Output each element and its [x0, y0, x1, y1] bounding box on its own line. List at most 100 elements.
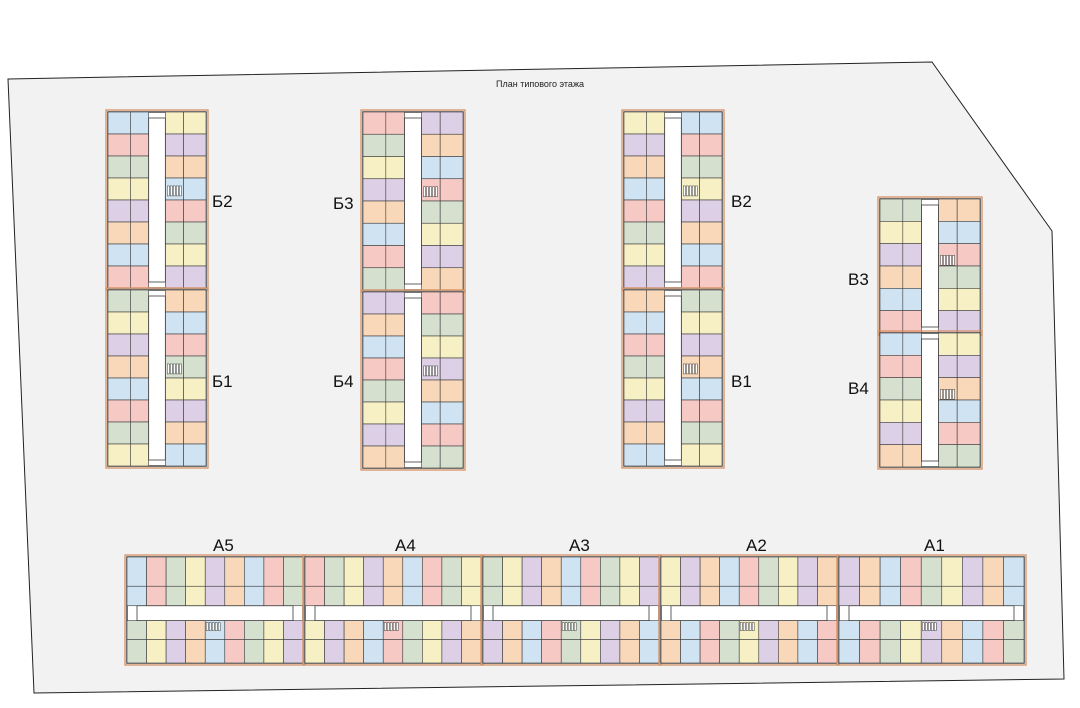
- room: [439, 222, 464, 246]
- room: [1003, 556, 1025, 587]
- stair-step: [432, 186, 435, 198]
- stair-step: [686, 185, 689, 197]
- room: [204, 639, 226, 664]
- building-label-v4[interactable]: В4: [848, 379, 869, 398]
- room: [646, 133, 665, 157]
- room: [183, 421, 207, 445]
- building-label-v3[interactable]: В3: [848, 270, 869, 289]
- room: [681, 443, 700, 467]
- room: [439, 133, 464, 157]
- room: [183, 243, 207, 267]
- room: [699, 133, 723, 157]
- room: [681, 243, 700, 267]
- building-label-a5[interactable]: А5: [213, 536, 234, 555]
- room: [879, 198, 904, 222]
- stair-step: [739, 622, 743, 631]
- room: [382, 585, 404, 607]
- room: [920, 556, 943, 587]
- site-boundary: [7, 61, 1065, 694]
- stair-step: [383, 622, 387, 631]
- room: [623, 243, 647, 267]
- room: [362, 379, 387, 403]
- room: [941, 556, 963, 587]
- room: [461, 639, 482, 664]
- room: [699, 421, 723, 445]
- stair-step: [426, 186, 429, 198]
- stair-step: [170, 363, 173, 375]
- stair-step: [689, 363, 692, 375]
- room: [1003, 620, 1025, 640]
- room: [421, 222, 441, 246]
- building-label-a4[interactable]: А4: [395, 536, 416, 555]
- stair-step: [922, 622, 925, 631]
- stair-step: [943, 255, 946, 266]
- room: [938, 444, 958, 468]
- room: [541, 556, 562, 587]
- room: [385, 222, 405, 246]
- room: [900, 639, 922, 664]
- building-label-b3[interactable]: Б3: [333, 194, 354, 213]
- room: [699, 443, 723, 467]
- building-label-a3[interactable]: А3: [569, 536, 590, 555]
- room: [680, 556, 701, 587]
- building-label-b4[interactable]: Б4: [333, 372, 354, 391]
- stair-step: [925, 622, 928, 631]
- room: [130, 199, 149, 223]
- room: [461, 585, 482, 607]
- room: [165, 265, 184, 289]
- room: [130, 243, 149, 267]
- room: [439, 291, 464, 315]
- room: [185, 639, 206, 664]
- room: [941, 639, 963, 664]
- room: [165, 221, 184, 245]
- room: [902, 198, 922, 222]
- building-label-v1[interactable]: В1: [731, 372, 752, 391]
- building-label-a1[interactable]: А1: [924, 536, 945, 555]
- room: [304, 585, 325, 607]
- room: [900, 556, 922, 587]
- page-title: План типового этажа: [496, 79, 584, 89]
- room: [130, 421, 149, 445]
- room: [879, 355, 904, 378]
- room: [363, 585, 384, 607]
- stair-step: [423, 186, 426, 198]
- building-label-a2[interactable]: А2: [746, 536, 767, 555]
- stair-step: [692, 185, 695, 197]
- room: [956, 198, 981, 222]
- room: [283, 556, 304, 587]
- room: [719, 556, 740, 587]
- room: [646, 177, 665, 201]
- room: [879, 310, 904, 334]
- room: [421, 401, 441, 425]
- room: [343, 556, 364, 587]
- section-a5: [124, 554, 306, 666]
- room: [956, 243, 981, 267]
- stair-step: [946, 255, 949, 266]
- room: [639, 639, 660, 664]
- room: [982, 585, 1004, 607]
- building-label-b2[interactable]: Б2: [212, 192, 233, 211]
- stair-step: [940, 255, 943, 266]
- building-label-b1[interactable]: Б1: [212, 372, 233, 391]
- room: [385, 133, 405, 157]
- room: [165, 333, 184, 357]
- room: [130, 133, 149, 157]
- room: [165, 133, 184, 157]
- room: [283, 585, 304, 607]
- building-label-v2[interactable]: В2: [731, 192, 752, 211]
- corridor: [314, 605, 472, 622]
- room: [956, 377, 981, 401]
- room: [385, 335, 405, 359]
- room: [660, 639, 681, 664]
- room: [362, 178, 387, 202]
- room: [623, 421, 647, 445]
- stair-step: [435, 365, 438, 377]
- stair-step: [435, 186, 438, 198]
- stair-step: [211, 622, 215, 631]
- room: [646, 443, 665, 467]
- room: [421, 313, 441, 337]
- room: [263, 620, 284, 640]
- room: [681, 421, 700, 445]
- room: [681, 399, 700, 423]
- room: [660, 620, 681, 640]
